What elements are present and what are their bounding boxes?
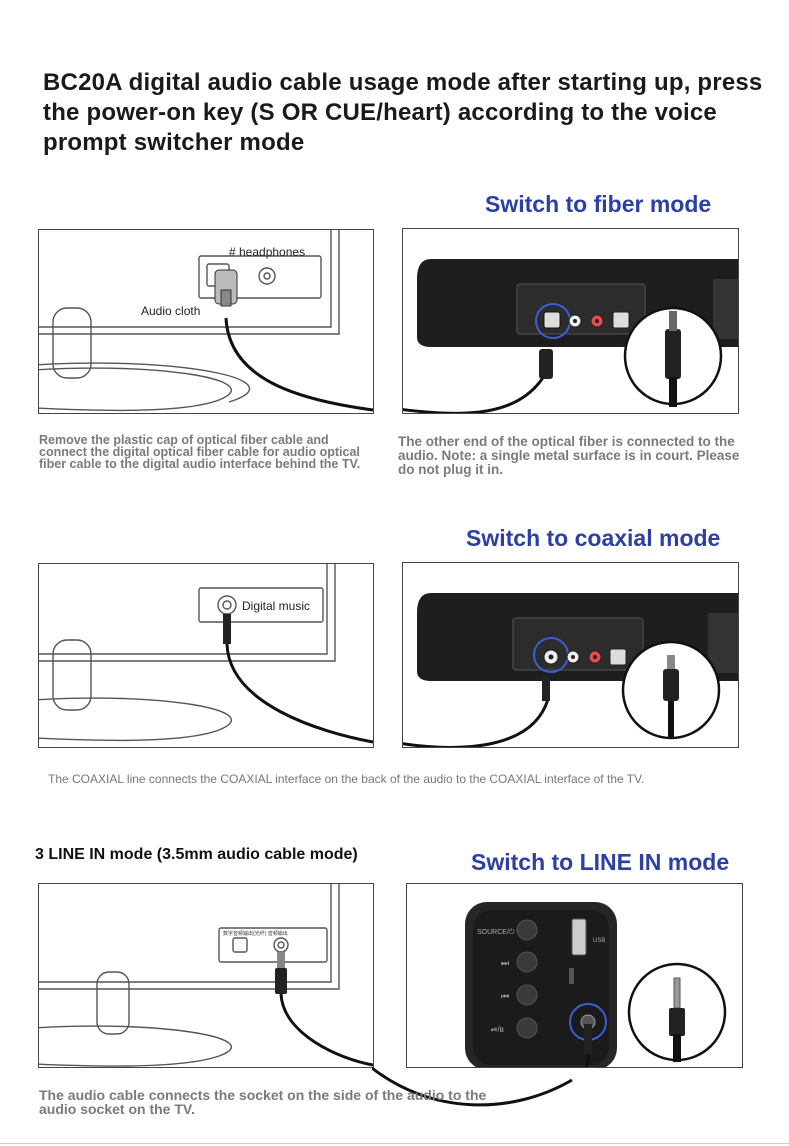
svg-text:数字音频输出(光纤) 音频输出: 数字音频输出(光纤) 音频输出 <box>223 930 288 937</box>
fiber-mode-heading: Switch to fiber mode <box>485 191 712 217</box>
svg-text:⏯/ʙ: ⏯/ʙ <box>491 1025 504 1034</box>
svg-text:⏮: ⏮ <box>501 991 509 1001</box>
tv-back-drawing <box>39 564 373 744</box>
page-title: BC20A digital audio cable usage mode aft… <box>43 69 763 156</box>
speaker-side-drawing: SOURCE/⏻ ⏭ ⏮ ⏯/ʙ USB <box>465 902 727 1067</box>
tv-back-drawing <box>39 230 373 412</box>
fiber-caption-right: The other end of the optical fiber is co… <box>398 434 740 477</box>
coaxial-note: The COAXIAL line connects the COAXIAL in… <box>48 772 645 786</box>
svg-text:⏭: ⏭ <box>501 958 509 968</box>
linein-cable-drawing <box>372 1066 573 1107</box>
coaxial-mode-heading: Switch to coaxial mode <box>466 525 721 551</box>
fiber-caption-left: Remove the plastic cap of optical fiber … <box>39 433 361 471</box>
fiber-tv-illustration: # headphones Audio cloth <box>38 229 374 414</box>
coaxial-tv-illustration: Digital music <box>38 563 374 748</box>
svg-text:USB: USB <box>593 938 605 944</box>
bottom-divider <box>0 1143 789 1144</box>
linein-tv-illustration: 数字音频输出(光纤) 音频输出 <box>38 883 374 1068</box>
linein-mode-heading: Switch to LINE IN mode <box>471 849 730 875</box>
soundbar-drawing <box>403 259 738 413</box>
svg-text:SOURCE/⏻: SOURCE/⏻ <box>477 928 515 936</box>
linein-speaker-illustration: SOURCE/⏻ ⏭ ⏮ ⏯/ʙ USB <box>406 883 743 1068</box>
tv-back-drawing: 数字音频输出(光纤) 音频输出 <box>39 884 373 1067</box>
headphones-label: # headphones <box>229 245 306 259</box>
soundbar-drawing <box>403 593 738 747</box>
fiber-soundbar-illustration <box>402 228 739 414</box>
coaxial-soundbar-illustration <box>402 562 739 748</box>
optical-plug-icon <box>214 269 238 307</box>
linein-subheading: 3 LINE IN mode (3.5mm audio cable mode) <box>35 846 358 863</box>
audio-cloth-label: Audio cloth <box>141 304 201 318</box>
linein-caption: The audio cable connects the socket on t… <box>39 1087 487 1117</box>
digital-music-label: Digital music <box>242 599 311 613</box>
